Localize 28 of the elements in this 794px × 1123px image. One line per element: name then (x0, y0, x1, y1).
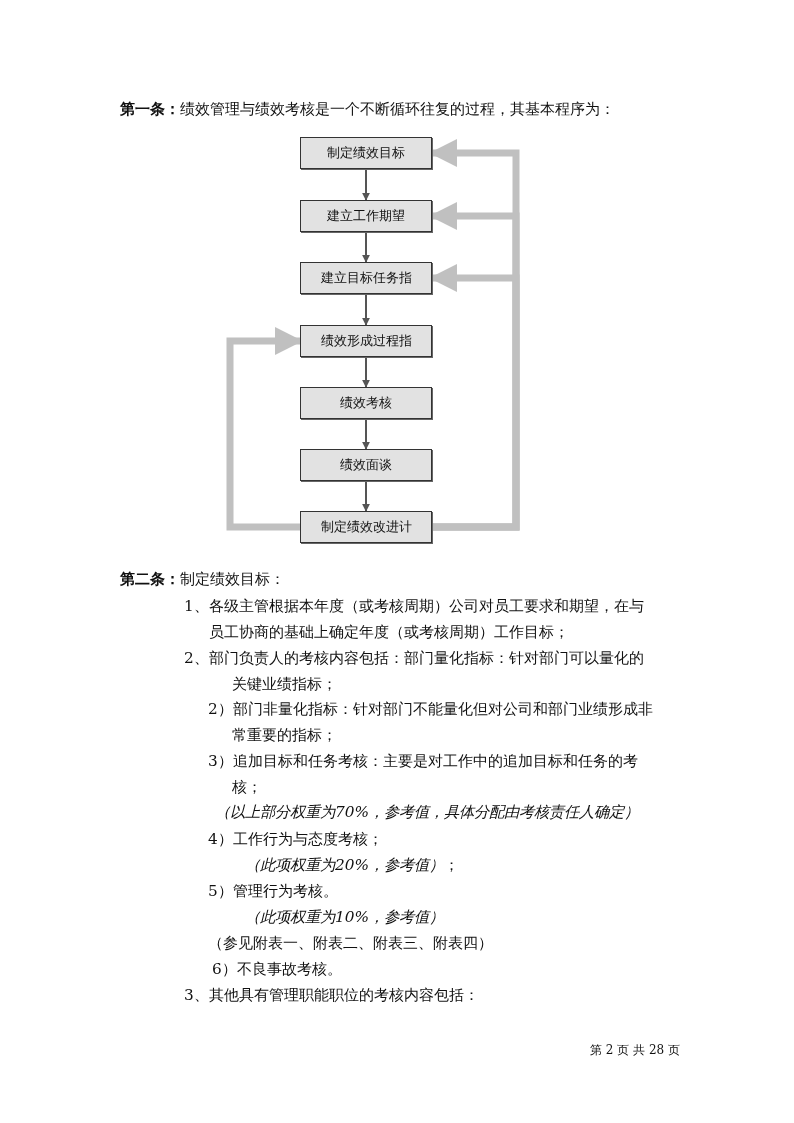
list-item: 3）追加目标和任务考核：主要是对工作中的追加目标和任务的考核； (208, 751, 639, 798)
arrow (362, 480, 370, 512)
clause-text: 第二条：制定绩效目标： (120, 569, 286, 590)
list-item: 2、部门负责人的考核内容包括：部门量化指标：针对部门可以量化的关键业绩指标； (184, 648, 645, 695)
arrow (362, 418, 370, 450)
process-box: 建立工作期望 (300, 200, 432, 232)
arrow (362, 168, 370, 201)
list-item: 4）工作行为与态度考核； (208, 829, 384, 850)
page-number: 第 2 页 共 28 页 (589, 1042, 680, 1059)
process-box: 绩效面谈 (300, 449, 432, 481)
list-item: 1、各级主管根据本年度（或考核周期）公司对员工要求和期望，在与员工协商的基础上确定年度（或考核周期）工作目标； (184, 596, 645, 643)
clause-text: 第一条：绩效管理与绩效考核是一个不断循环往复的过程，其基本程序为： (120, 99, 616, 120)
process-box: 绩效考核 (300, 387, 432, 419)
list-item: 2）部门非量化指标：针对部门不能量化但对公司和部门业绩形成非常重要的指标； (208, 699, 654, 746)
list-item: 5）管理行为考核。 (208, 881, 339, 902)
note-text: （参见附表一、附表二、附表三、附表四） (208, 933, 494, 954)
list-item: 3、其他具有管理职能职位的考核内容包括： (184, 985, 480, 1006)
process-box: 制定绩效改进计 (300, 511, 432, 543)
list-item: 6）不良事故考核。 (212, 959, 343, 980)
arrow (362, 231, 370, 263)
arrow (362, 293, 370, 326)
process-box: 绩效形成过程指 (300, 325, 432, 357)
process-box: 建立目标任务指 (300, 262, 432, 294)
note-text: （此项权重为10%，参考值） (245, 907, 445, 928)
note-text: （此项权重为20%，参考值）； (245, 855, 460, 876)
arrow (362, 356, 370, 388)
note-text: （以上部分权重为70%，参考值，具体分配由考核责任人确定） (215, 802, 640, 823)
process-box: 制定绩效目标 (300, 137, 432, 169)
